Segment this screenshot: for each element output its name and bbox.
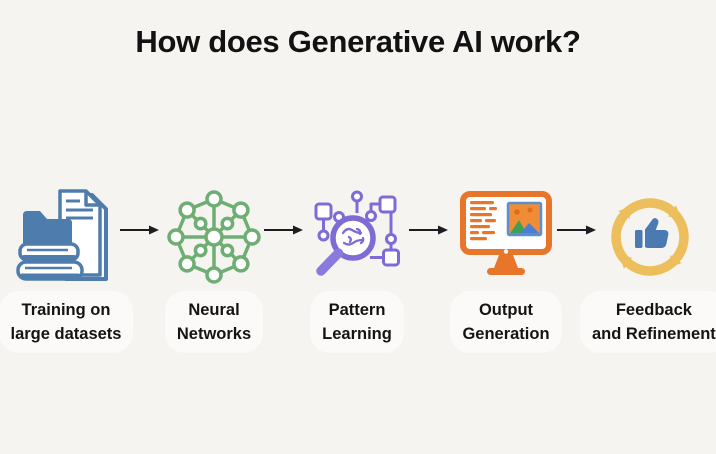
datasets-icon bbox=[16, 187, 116, 287]
step-label-training-data: Training on large datasets bbox=[0, 291, 134, 353]
step-training-data: Training on large datasets bbox=[0, 187, 136, 353]
step-label-output-generation: Output Generation bbox=[450, 291, 562, 353]
pattern-magnifier-icon bbox=[307, 187, 407, 287]
flow-arrow bbox=[409, 225, 448, 235]
generated-image-thumbnail bbox=[506, 201, 543, 237]
step-label-feedback-refinement: Feedback and Refinement bbox=[580, 291, 716, 353]
step-label-pattern-learning: Pattern Learning bbox=[310, 291, 404, 353]
page-title: How does Generative AI work? bbox=[135, 24, 581, 59]
step-label-neural-networks: Neural Networks bbox=[164, 291, 264, 353]
flow-arrow bbox=[120, 225, 159, 235]
step-neural-networks: Neural Networks bbox=[144, 187, 284, 353]
neural-network-icon bbox=[164, 187, 264, 287]
thumbs-up-icon bbox=[635, 218, 669, 248]
cycle-arrows-icon bbox=[611, 198, 689, 276]
flow-arrow bbox=[264, 225, 303, 235]
flow-arrow bbox=[557, 225, 596, 235]
feedback-cycle-icon bbox=[600, 187, 700, 287]
step-pattern-learning: Pattern Learning bbox=[287, 187, 427, 353]
step-feedback-refinement: Feedback and Refinement bbox=[580, 187, 716, 353]
monitor-icon bbox=[456, 187, 556, 287]
step-output-generation: Output Generation bbox=[436, 187, 576, 353]
process-flow: Training on large datasets bbox=[0, 187, 716, 387]
